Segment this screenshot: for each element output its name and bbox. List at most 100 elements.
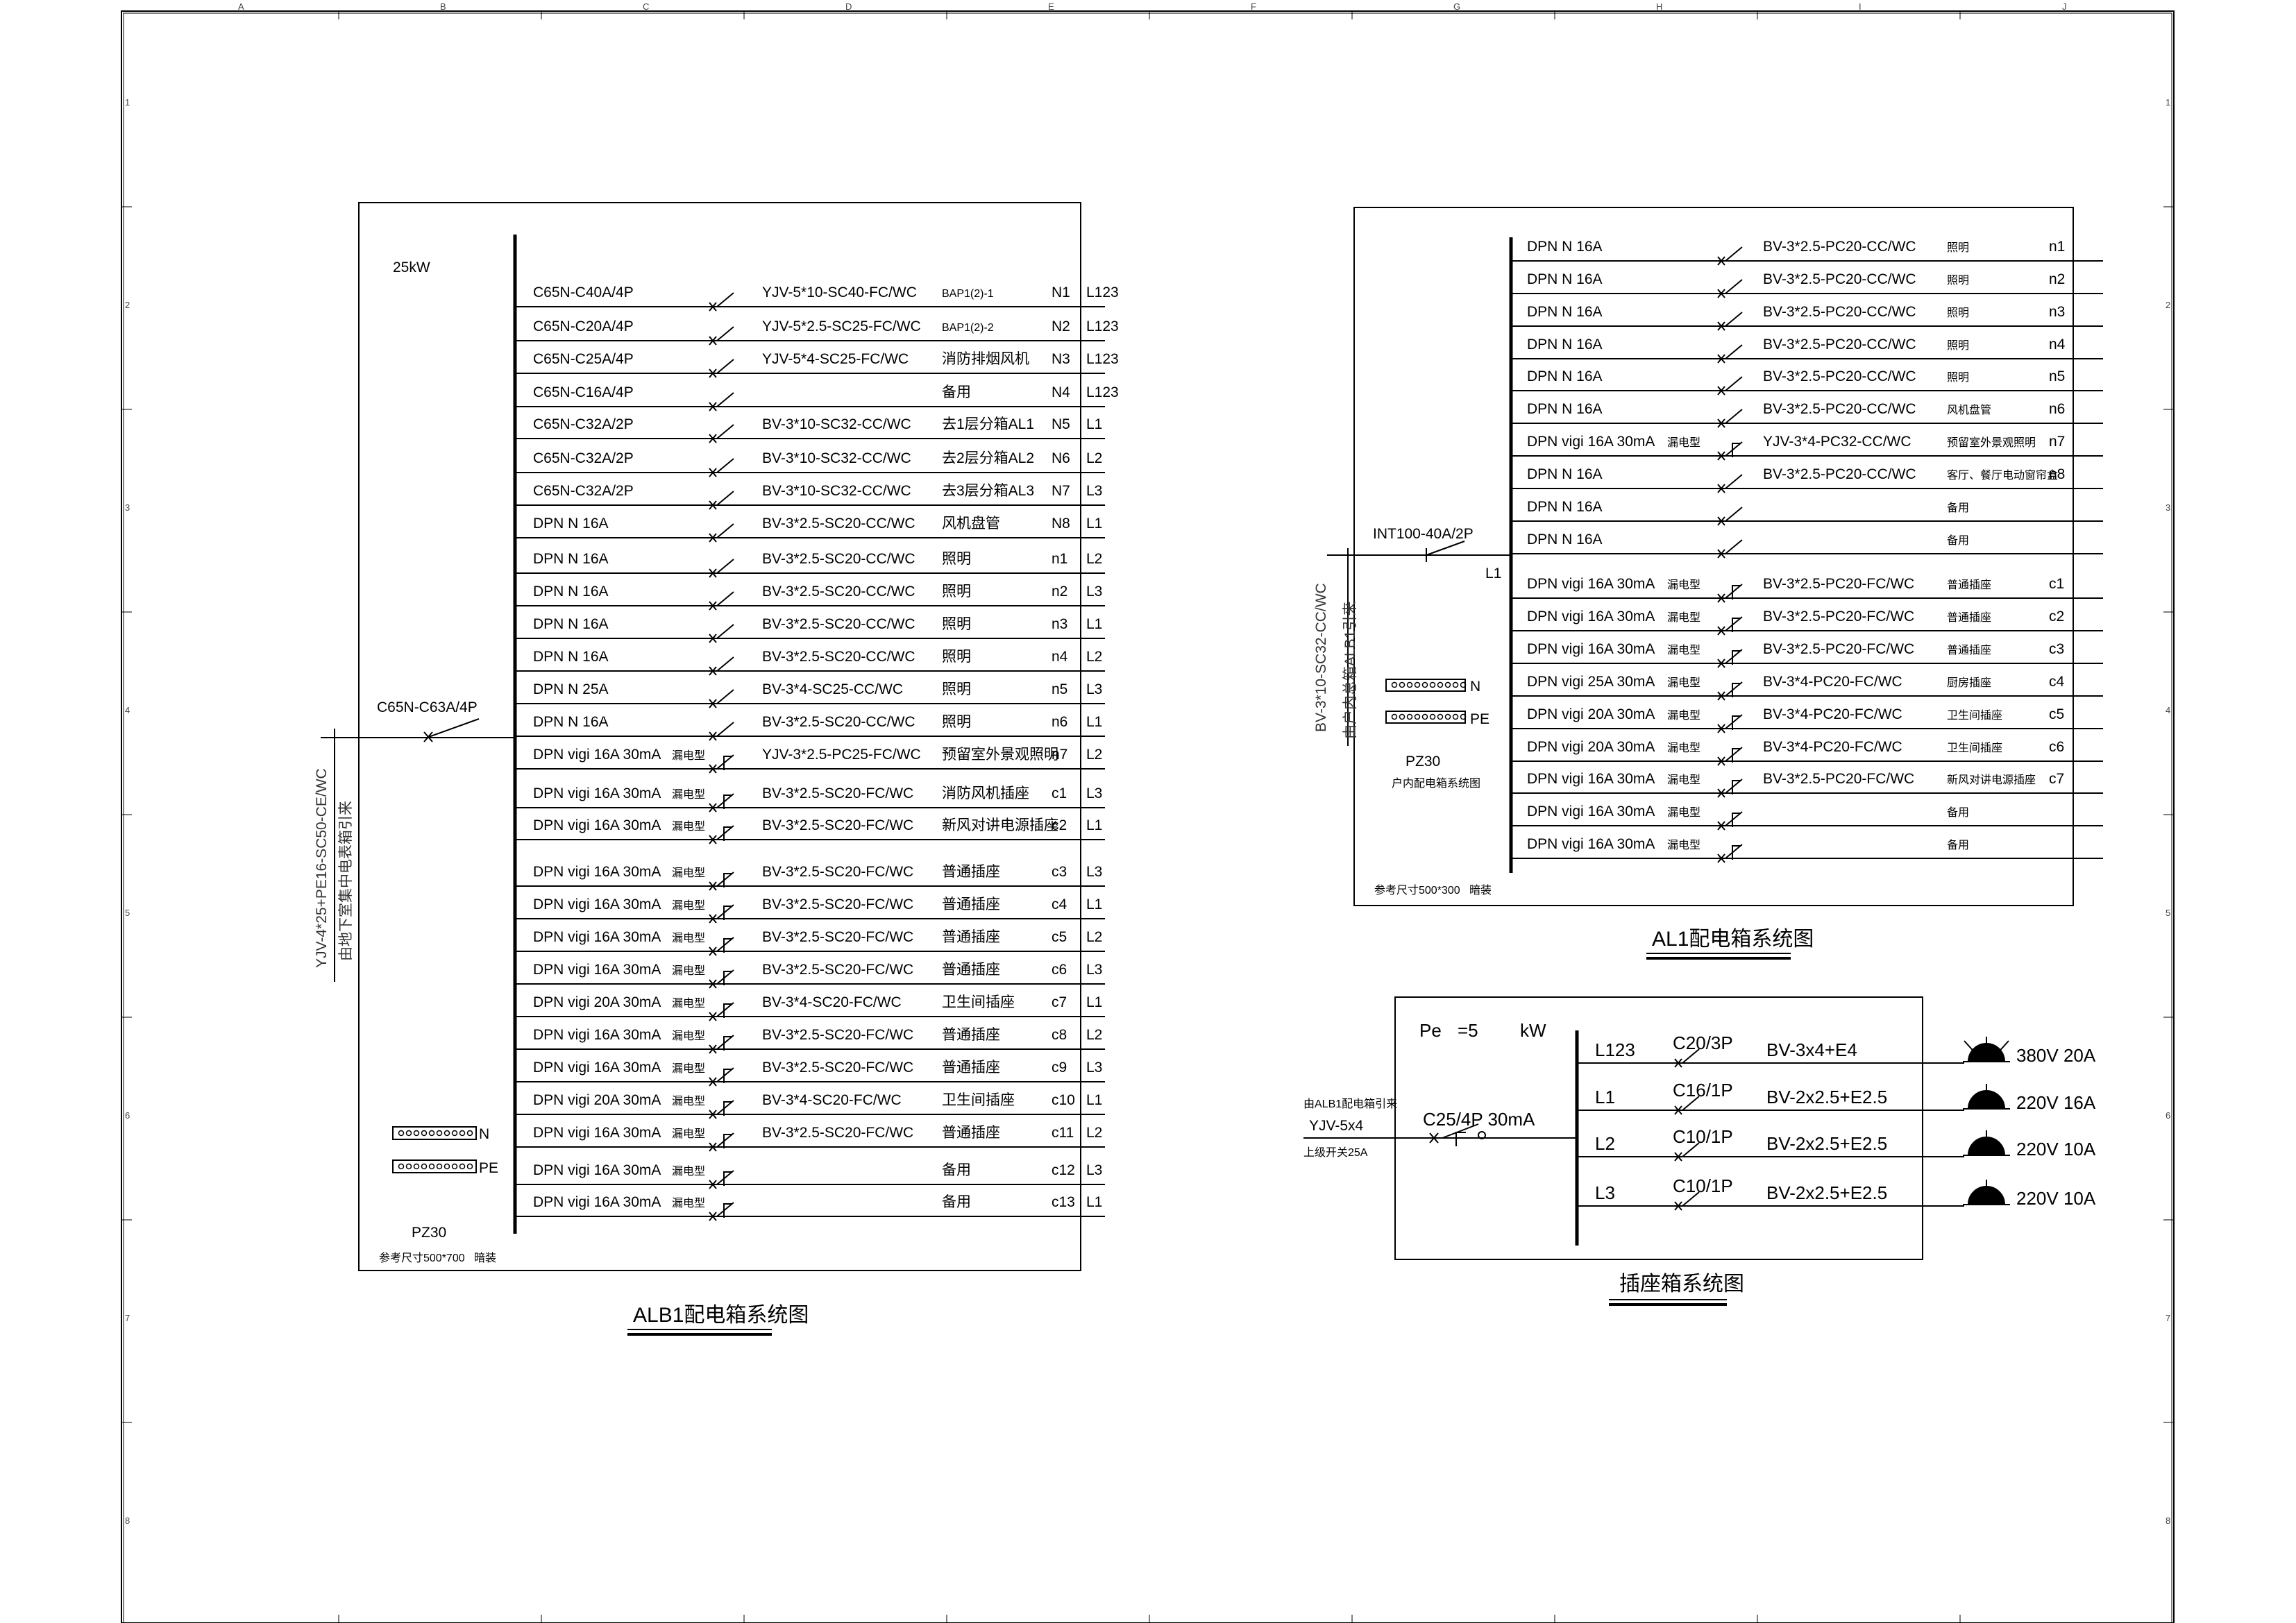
- alb1-circuit-breaker: DPN vigi 16A 30mA: [533, 1162, 661, 1178]
- alb1-circuit-cable: BV-3*2.5-SC20-CC/WC: [762, 714, 915, 730]
- alb1-circuit-no: c9: [1052, 1060, 1067, 1076]
- rcd-breaker-symbol: [709, 1067, 734, 1087]
- alb1-rcd-tag: 漏电型: [672, 1030, 705, 1042]
- al1-circuit-no: c2: [2049, 609, 2064, 624]
- breaker-symbol: [1717, 539, 1743, 559]
- al1-terminal-pe-label: PE: [1470, 711, 1489, 727]
- alb1-circuit-no: n7: [1052, 747, 1067, 763]
- al1-rcd-tag: 漏电型: [1667, 677, 1700, 689]
- al1-circuit-cable: YJV-3*4-PC32-CC/WC: [1763, 434, 1911, 450]
- alb1-circuit-no: c6: [1052, 962, 1067, 978]
- terminal-dot: [398, 1163, 405, 1170]
- alb1-circuit-breaker: DPN vigi 16A 30mA: [533, 1060, 661, 1076]
- terminal-dot: [466, 1130, 473, 1137]
- socket-circuit-breaker: C10/1P: [1673, 1175, 1733, 1196]
- alb1-circuit-breaker: DPN N 16A: [533, 551, 609, 567]
- socket-box-outline: [1394, 996, 1923, 1260]
- alb1-circuit-use: 普通插座: [942, 1125, 1000, 1141]
- alb1-circuit-no: c4: [1052, 897, 1067, 912]
- alb1-circuit-use: 去2层分箱AL2: [942, 450, 1034, 466]
- terminal-dot: [1437, 713, 1444, 720]
- rcd-breaker-symbol: [709, 1035, 734, 1054]
- alb1-circuit-breaker: C65N-C20A/4P: [533, 318, 634, 334]
- alb1-terminal-pe: PE: [392, 1159, 498, 1176]
- alb1-circuit-cable: BV-3*2.5-SC20-FC/WC: [762, 785, 913, 801]
- alb1-circuit-phase: L1: [1086, 817, 1102, 833]
- socket-main-breaker-symbol: [1429, 1123, 1486, 1146]
- al1-circuit-cable: BV-3*2.5-PC20-CC/WC: [1763, 466, 1916, 482]
- alb1-circuit-breaker: DPN vigi 16A 30mA: [533, 1125, 661, 1141]
- alb1-circuit-phase: L3: [1086, 785, 1102, 801]
- alb1-circuit-no: N6: [1052, 450, 1070, 466]
- terminal-dot: [1452, 681, 1459, 688]
- terminal-dot: [1460, 681, 1467, 688]
- al1-circuit-breaker: DPN N 16A: [1527, 368, 1603, 384]
- rcd-breaker-symbol: [1717, 649, 1743, 668]
- alb1-circuit-phase: L2: [1086, 747, 1102, 763]
- socket-circuit-rating: 220V 10A: [2016, 1139, 2096, 1159]
- breaker-symbol: [709, 624, 734, 643]
- alb1-circuit-phase: L3: [1086, 1060, 1102, 1076]
- socket-outlet-icon: [1963, 1180, 2010, 1205]
- al1-main-breaker-symbol: [1426, 541, 1465, 562]
- terminal-dot: [1391, 681, 1398, 688]
- alb1-circuit-cable: YJV-5*4-SC25-FC/WC: [762, 351, 909, 367]
- terminal-dot: [1421, 681, 1428, 688]
- alb1-rcd-tag: 漏电型: [672, 749, 705, 762]
- al1-circuit-breaker: DPN N 16A: [1527, 466, 1603, 482]
- socket-circuit-breaker: C20/3P: [1673, 1033, 1733, 1053]
- alb1-circuit-no: c3: [1052, 864, 1067, 880]
- breaker-symbol: [709, 491, 734, 510]
- breaker-symbol: [709, 424, 734, 443]
- terminal-strip-dots: [398, 1130, 473, 1137]
- al1-rcd-tag: 漏电型: [1667, 611, 1700, 624]
- alb1-circuit-phase: L1: [1086, 516, 1102, 532]
- alb1-rcd-tag: 漏电型: [672, 1062, 705, 1075]
- alb1-circuit-phase: L1: [1086, 616, 1102, 632]
- terminal-dot: [436, 1130, 443, 1137]
- socket-main-breaker: C25/4P 30mA: [1423, 1109, 1535, 1130]
- frame-row-mark: 1: [125, 97, 130, 108]
- alb1-circuit-cable: BV-3*4-SC20-FC/WC: [762, 994, 902, 1010]
- terminal-dot: [1399, 713, 1406, 720]
- breaker-symbol: [1674, 1142, 1700, 1162]
- alb1-circuit-cable: YJV-5*2.5-SC25-FC/WC: [762, 318, 921, 334]
- alb1-circuit-no: N2: [1052, 318, 1070, 334]
- rcd-breaker-symbol: [1717, 747, 1743, 766]
- terminal-dot: [451, 1130, 458, 1137]
- alb1-circuit-no: N1: [1052, 284, 1070, 300]
- alb1-rcd-tag: 漏电型: [672, 997, 705, 1010]
- terminal-dot: [1421, 713, 1428, 720]
- al1-rcd-tag: 漏电型: [1667, 806, 1700, 819]
- alb1-circuit-breaker: DPN vigi 16A 30mA: [533, 1027, 661, 1043]
- frame-row-mark: 3: [125, 502, 130, 513]
- alb1-circuit-phase: L1: [1086, 897, 1102, 912]
- socket-box: Pe =5 kW 由ALB1配电箱引来 YJV-5x4 上级开关25A C25/…: [1303, 996, 2096, 1306]
- terminal-dot: [428, 1163, 435, 1170]
- al1-circuit-cable: BV-3*2.5-PC20-CC/WC: [1763, 368, 1916, 384]
- al1-circuit-no: n6: [2049, 401, 2065, 417]
- frame-row-mark: 4: [2166, 705, 2170, 715]
- rcd-breaker-symbol: [709, 1100, 734, 1119]
- terminal-dot: [459, 1163, 466, 1170]
- frame-row-mark: 1: [2166, 97, 2170, 108]
- al1-circuit-cable: BV-3*4-PC20-FC/WC: [1763, 706, 1902, 722]
- alb1-rcd-tag: 漏电型: [672, 1197, 705, 1209]
- terminal-dot: [1391, 713, 1398, 720]
- alb1-circuit-no: N4: [1052, 384, 1070, 400]
- alb1-circuit-phase: L3: [1086, 962, 1102, 978]
- alb1-circuit-cable: BV-3*10-SC32-CC/WC: [762, 416, 911, 432]
- al1-circuit-use: 普通插座: [1947, 611, 1991, 624]
- al1-circuit-cable: BV-3*2.5-PC20-CC/WC: [1763, 337, 1916, 352]
- alb1-circuit-no: c10: [1052, 1092, 1075, 1108]
